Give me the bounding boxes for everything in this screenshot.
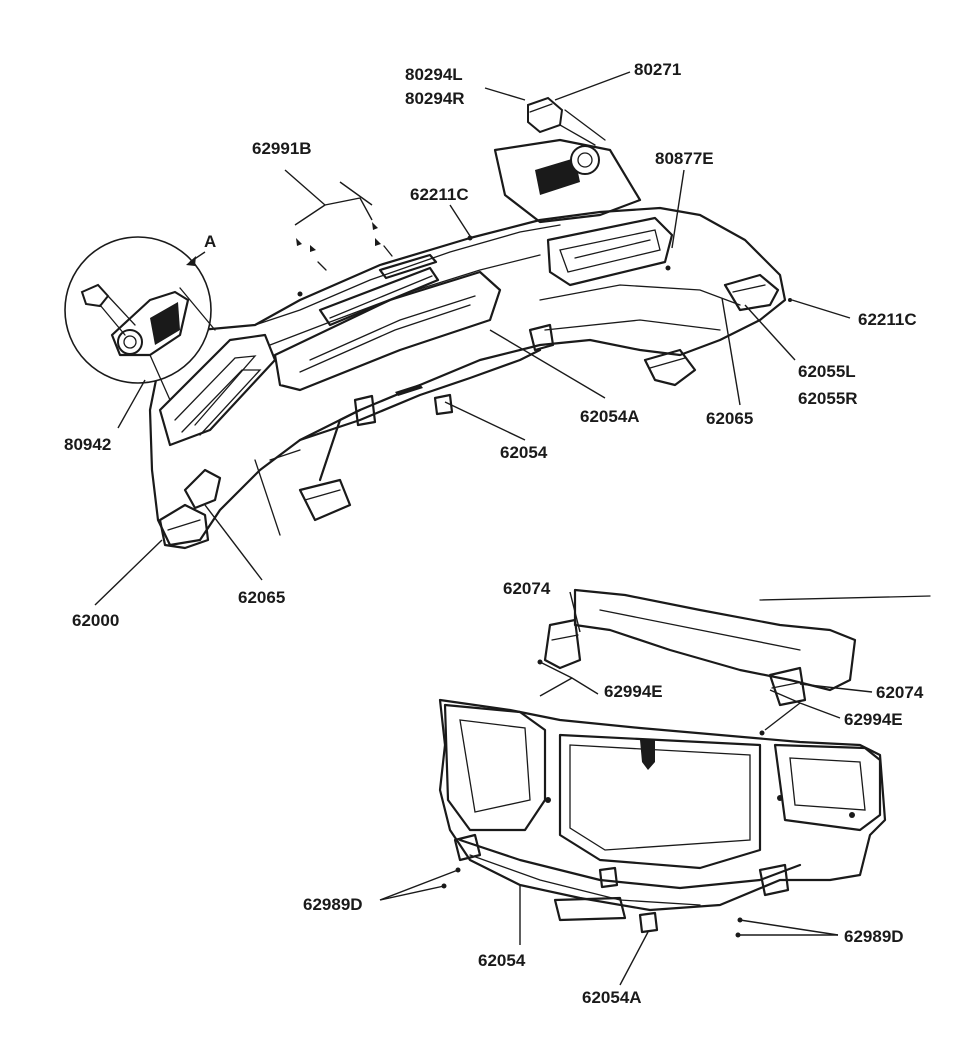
label-62055l: 62055L <box>798 362 856 381</box>
label-detail-a: A <box>204 232 217 251</box>
label-80294l: 80294L <box>405 65 463 84</box>
label-62989d-right: 62989D <box>844 927 904 946</box>
label-62054-bottom: 62054 <box>478 951 526 970</box>
instrument-panel-drawing <box>148 96 792 550</box>
radiator-support-drawing <box>438 588 931 938</box>
label-80271: 80271 <box>634 60 682 79</box>
label-62989d-left: 62989D <box>303 895 363 914</box>
label-62055r: 62055R <box>798 389 858 408</box>
label-62074-top: 62074 <box>503 579 551 598</box>
label-80942: 80942 <box>64 435 112 454</box>
label-62994e-right: 62994E <box>844 710 903 729</box>
label-62065-left: 62065 <box>238 588 286 607</box>
label-62994e-left: 62994E <box>604 682 663 701</box>
label-62211c-top: 62211C <box>410 185 469 204</box>
label-62211c-right: 62211C <box>858 310 917 329</box>
label-62074-right: 62074 <box>876 683 924 702</box>
label-62054a-bottom: 62054A <box>582 988 642 1007</box>
detail-a-callout <box>64 236 216 401</box>
label-62054-top: 62054 <box>500 443 548 462</box>
label-80294r: 80294R <box>405 89 465 108</box>
label-62054a-top: 62054A <box>580 407 640 426</box>
label-62000: 62000 <box>72 611 120 630</box>
label-62065-right: 62065 <box>706 409 754 428</box>
label-80877e: 80877E <box>655 149 714 168</box>
label-62991b: 62991B <box>252 139 312 158</box>
leader-lines <box>94 71 873 986</box>
